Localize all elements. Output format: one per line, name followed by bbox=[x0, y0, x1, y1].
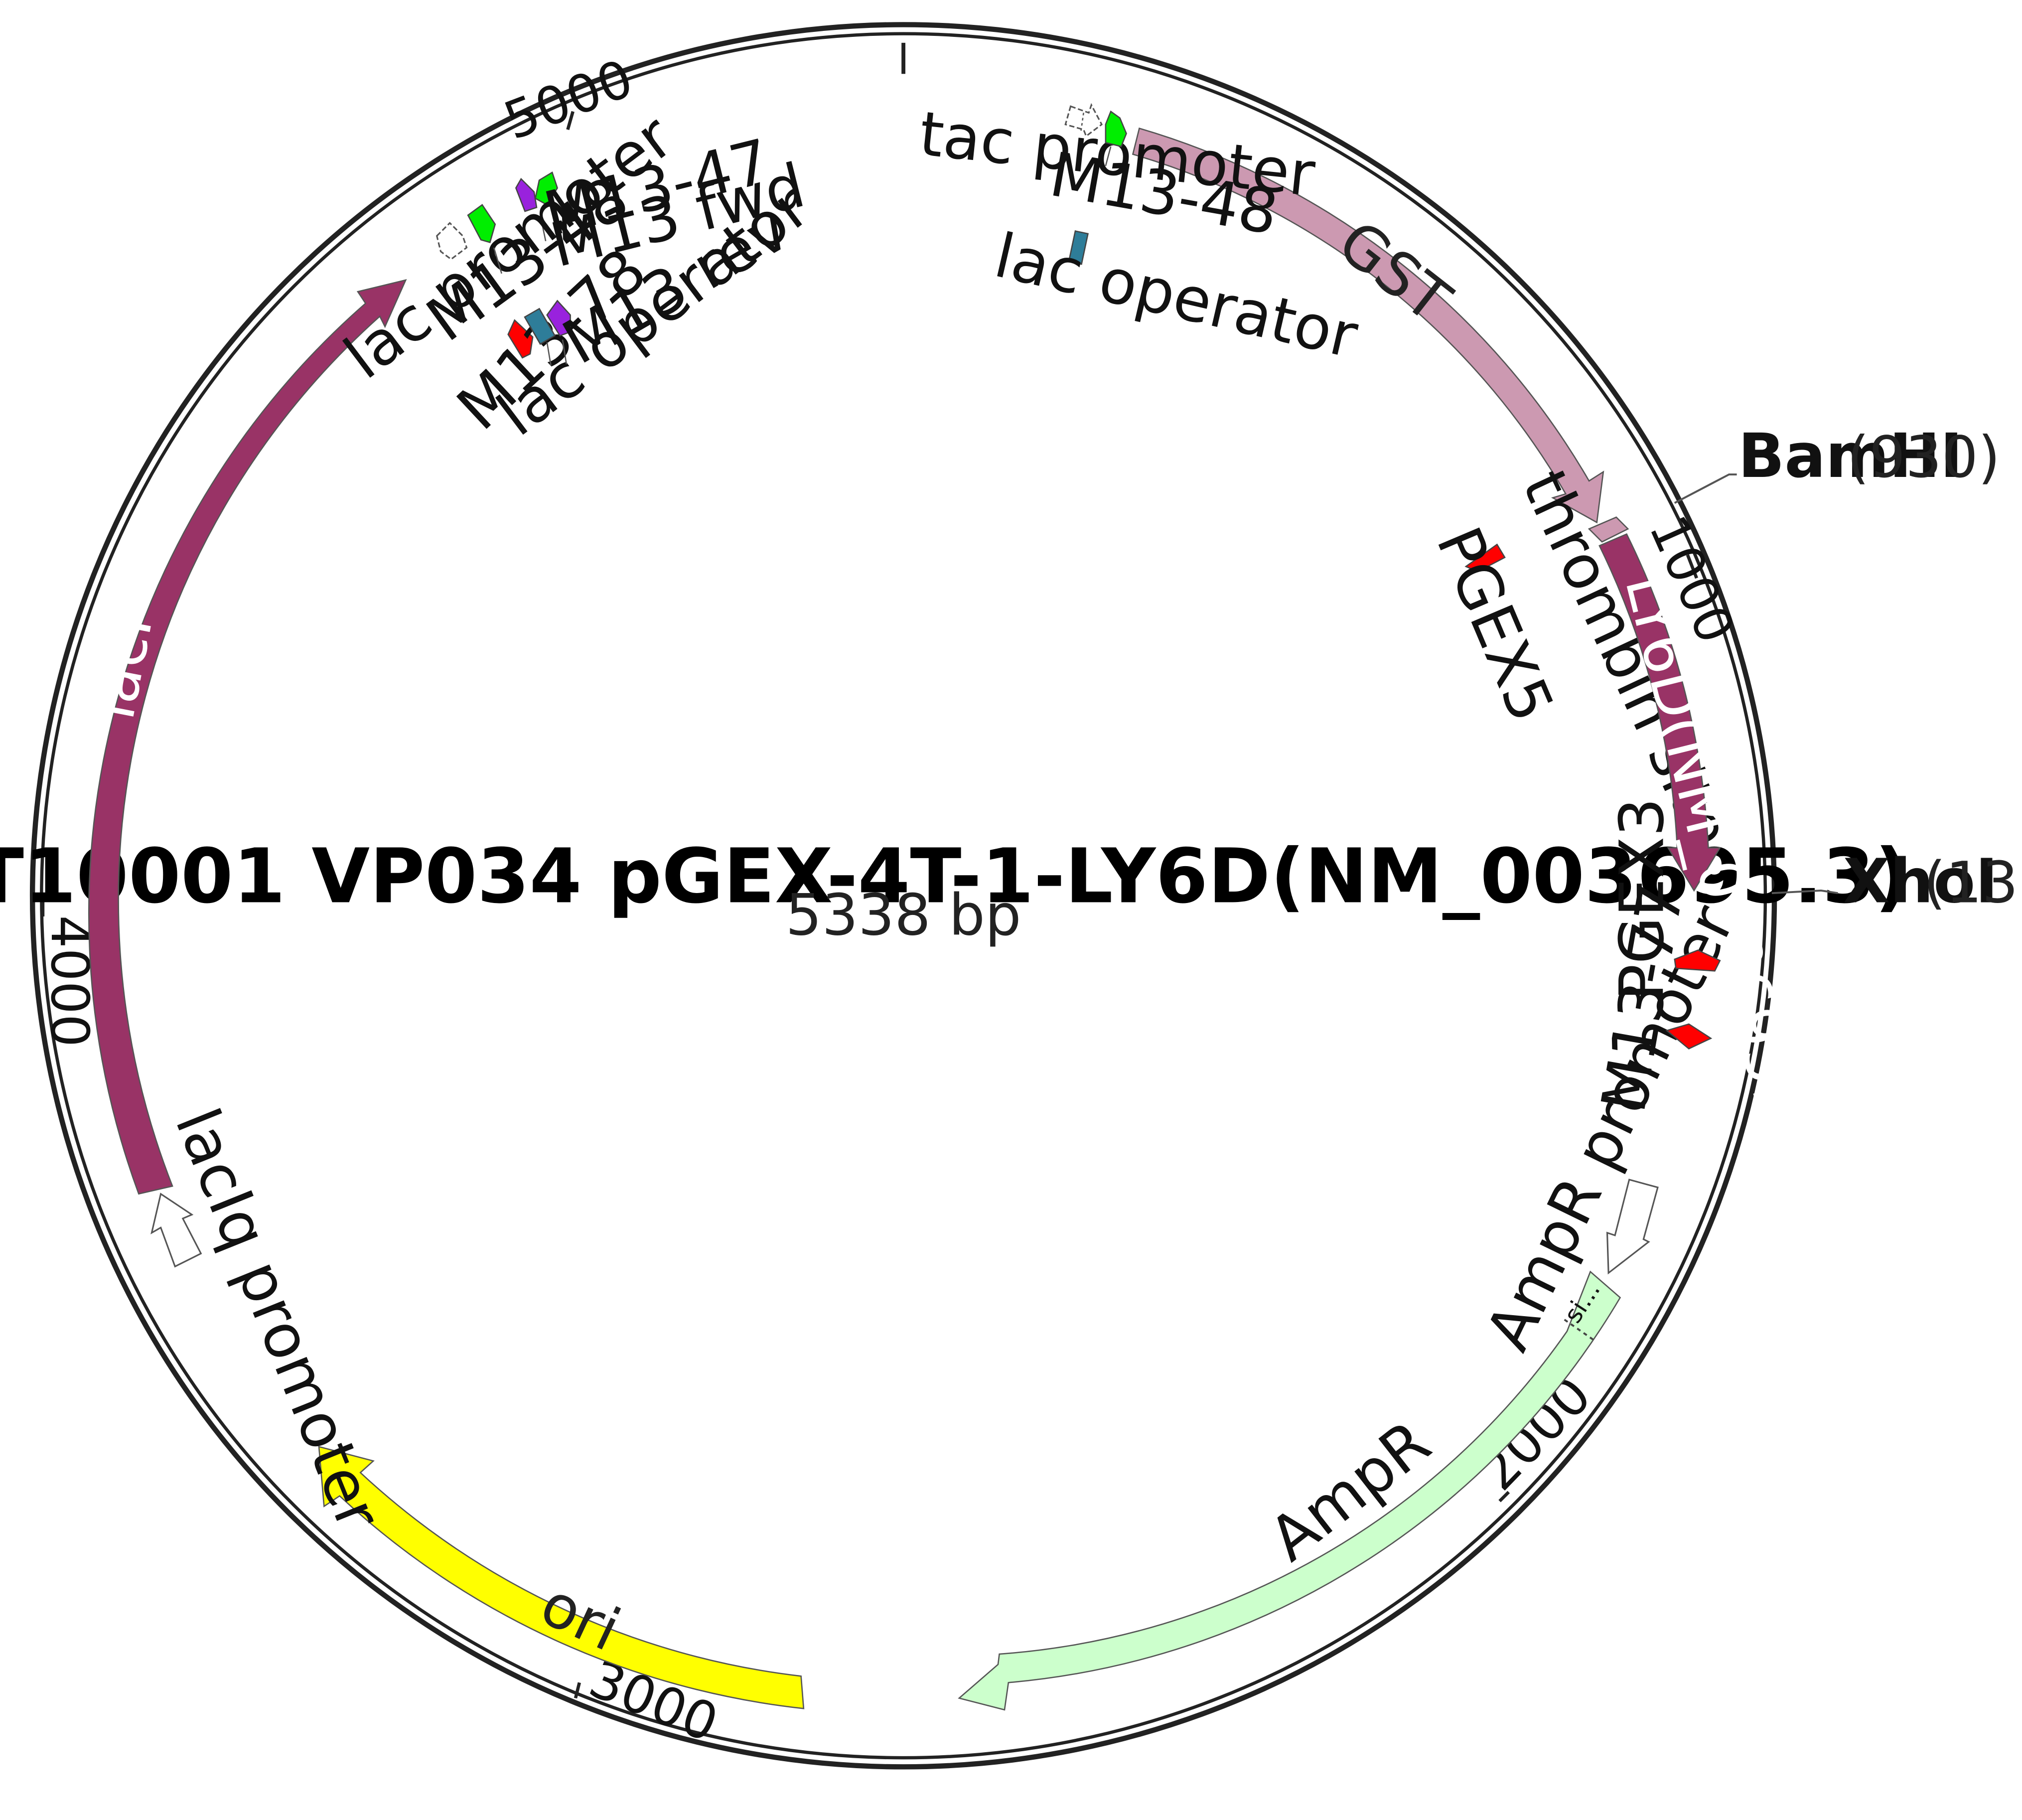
thrombin-arrow bbox=[1588, 516, 1629, 543]
tick-1000 bbox=[1686, 554, 1699, 579]
site-pos-xhoi: (1323) bbox=[1923, 849, 2022, 915]
map-title: MT10001 VP034 pGEX-4T-1-LY6D(NM_003695.3… bbox=[0, 832, 1909, 920]
gst-arrow bbox=[1132, 127, 1604, 524]
tick-2000 bbox=[1498, 1491, 1510, 1503]
ampr-promoter-arrow bbox=[1606, 1179, 1659, 1275]
site-xhoi[interactable]: XhoI (1323) bbox=[1771, 846, 2022, 916]
site-name-bamhi: BamHI bbox=[1738, 421, 1963, 491]
pgex3-label: PGEX3 bbox=[1606, 798, 1677, 1001]
laci-label: lacI bbox=[78, 610, 166, 725]
map-size: 5338 bp bbox=[786, 882, 1021, 948]
primer-pgex3[interactable]: PGEX3 bbox=[1606, 798, 1721, 1001]
backbone bbox=[29, 22, 1777, 1770]
site-name-xhoi: XhoI bbox=[1843, 846, 1998, 916]
site-pos-bamhi: (930) bbox=[1847, 424, 2001, 490]
feature-laciq-promoter[interactable]: lacIq promoter bbox=[150, 1099, 395, 1540]
tick-3000 bbox=[574, 1682, 581, 1699]
ly6d-arrow bbox=[1598, 533, 1722, 892]
feature-ori[interactable]: ori bbox=[318, 1446, 805, 1709]
laciq-promoter-arrow bbox=[150, 1193, 202, 1268]
tick-5000 bbox=[566, 111, 575, 131]
laciq-promoter-label: lacIq promoter bbox=[161, 1099, 395, 1540]
site-bamhi[interactable]: BamHI (930) bbox=[1674, 421, 2001, 504]
primer-lac-operator-top[interactable]: lac operator bbox=[988, 220, 1364, 372]
feature-laci[interactable]: lacI bbox=[78, 279, 407, 1195]
lac-operator-top-label: lac operator bbox=[988, 220, 1364, 372]
laci-arrow bbox=[88, 279, 407, 1195]
